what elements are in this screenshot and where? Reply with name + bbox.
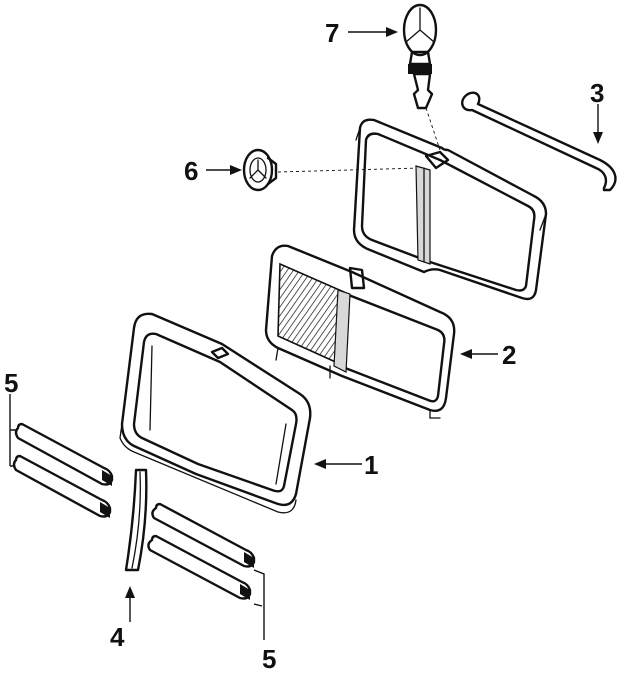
callout-5-upper: 5 xyxy=(4,368,18,398)
grille-insert xyxy=(264,244,456,419)
upper-molding-strip xyxy=(461,91,617,192)
molding-strip-left-upper xyxy=(14,422,114,486)
grille-star-badge xyxy=(242,148,421,192)
molding-strip-left-lower xyxy=(12,454,112,518)
callout-6: 6 xyxy=(184,156,198,186)
callout-5-lower: 5 xyxy=(262,644,276,674)
callout-3: 3 xyxy=(590,78,604,108)
callout-7: 7 xyxy=(325,18,339,48)
molding-strip-right-upper xyxy=(151,502,256,568)
grille-shell-rear xyxy=(352,118,548,301)
molding-strip-right-lower xyxy=(147,534,252,600)
callout-2: 2 xyxy=(502,340,516,370)
callout-1: 1 xyxy=(364,450,378,480)
vertical-filler-strip xyxy=(124,468,148,572)
leader-lines xyxy=(9,27,603,640)
hood-star-emblem xyxy=(402,3,441,151)
callout-4: 4 xyxy=(110,622,125,652)
grille-frame-front xyxy=(119,312,312,514)
